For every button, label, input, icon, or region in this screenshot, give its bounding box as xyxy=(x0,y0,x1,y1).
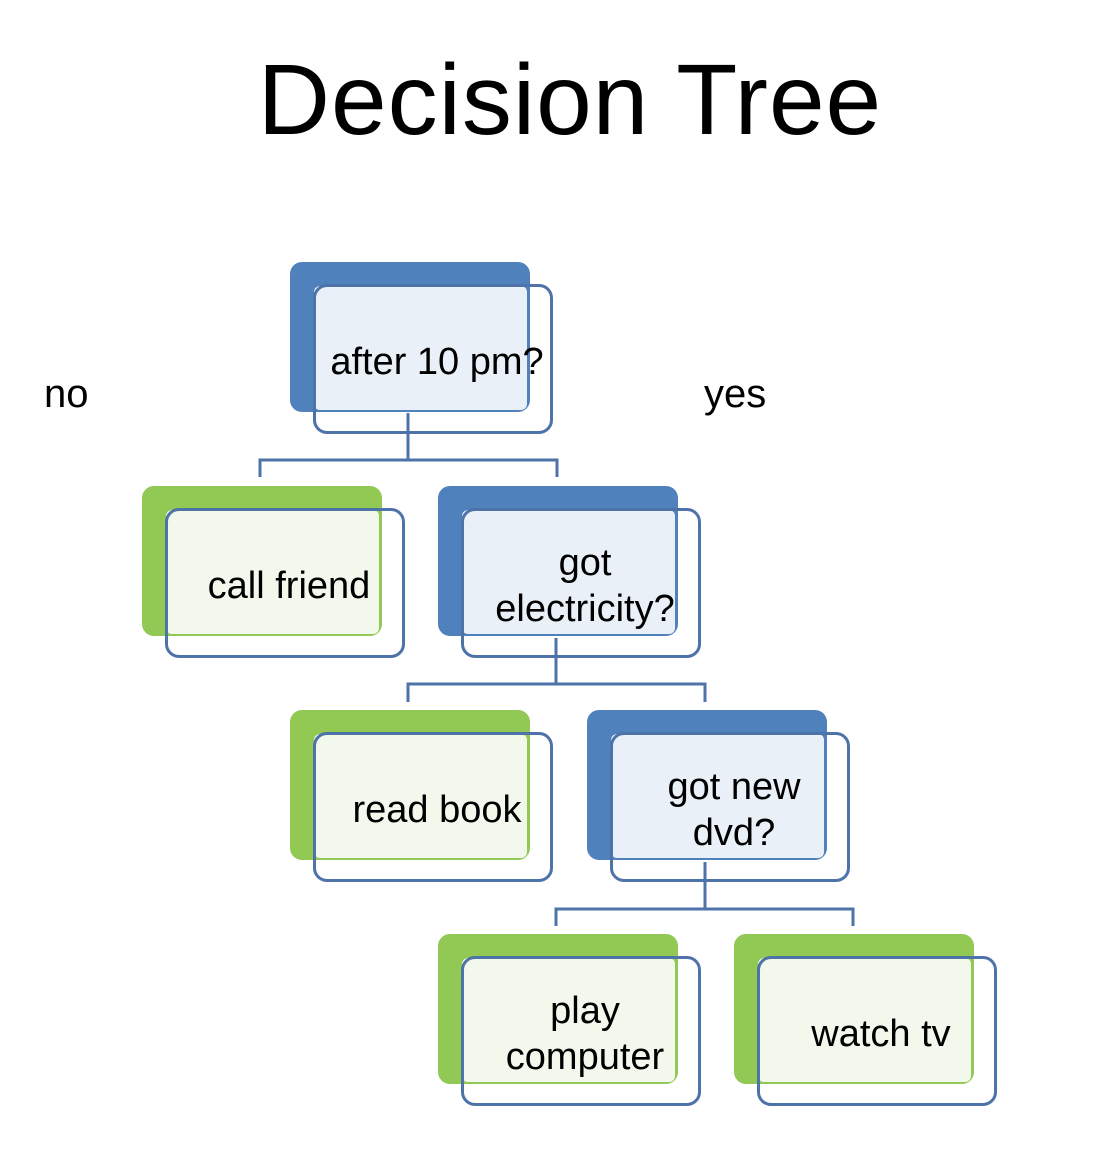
node-shadow xyxy=(587,710,827,860)
label-yes: yes xyxy=(704,372,767,416)
connector-dvd xyxy=(554,862,855,926)
node-frame xyxy=(313,284,553,434)
node-got-new-dvd: got new dvd? xyxy=(587,710,855,888)
node-frame xyxy=(313,732,553,882)
label-no: no xyxy=(44,372,89,416)
node-shadow xyxy=(290,710,530,860)
connector-electricity xyxy=(406,638,707,702)
node-frame xyxy=(461,508,701,658)
node-shadow xyxy=(290,262,530,412)
node-frame xyxy=(610,732,850,882)
node-label: got new dvd? xyxy=(667,766,801,854)
node-label: call friend xyxy=(207,565,371,607)
node-got-electricity: got electricity? xyxy=(438,486,706,664)
node-frame xyxy=(461,956,701,1106)
node-label: after 10 pm? xyxy=(330,341,544,383)
node-shadow xyxy=(438,934,678,1084)
node-frame xyxy=(165,508,405,658)
node-shadow xyxy=(438,486,678,636)
node-read-book: read book xyxy=(290,710,558,888)
connector-root xyxy=(258,413,559,477)
node-label: watch tv xyxy=(811,1013,951,1055)
node-shadow xyxy=(734,934,974,1084)
node-call-friend: call friend xyxy=(142,486,410,664)
node-shadow xyxy=(142,486,382,636)
node-label: read book xyxy=(352,789,522,831)
node-after-10pm: after 10 pm? xyxy=(290,262,558,440)
node-label: got electricity? xyxy=(495,542,675,630)
page-title: Decision Tree xyxy=(257,44,883,156)
node-label: play computer xyxy=(505,990,665,1078)
node-watch-tv: watch tv xyxy=(734,934,1002,1112)
node-frame xyxy=(757,956,997,1106)
node-play-computer: play computer xyxy=(438,934,706,1112)
